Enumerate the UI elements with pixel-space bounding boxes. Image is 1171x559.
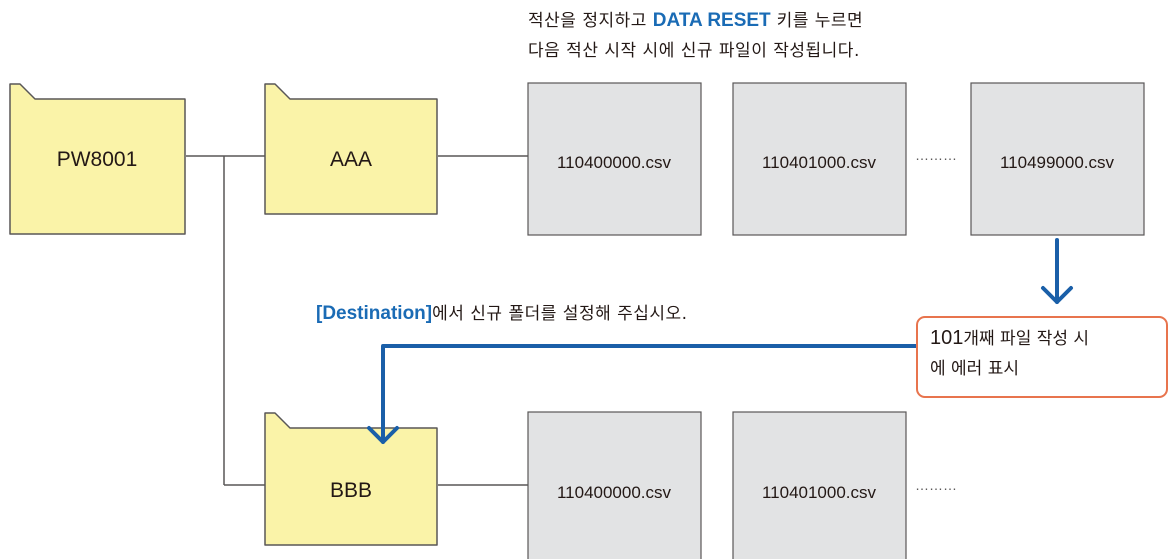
file-aaa-1-name: 110400000.csv	[557, 153, 672, 172]
reset-instruction-text-before: 적산을 정지하고	[528, 11, 653, 31]
data-reset-key-label: DATA RESET	[652, 10, 771, 31]
file-aaa-1: 110400000.csv	[527, 82, 702, 236]
error-callout-text: 개째 파일 작성 시	[963, 329, 1090, 349]
destination-keyword: [Destination]	[316, 303, 433, 324]
ellipsis-aaa: ………	[915, 147, 957, 163]
folder-aaa-label: AAA	[330, 148, 372, 171]
reset-instruction-line-1: 적산을 정지하고 DATA RESET 키를 누르면	[528, 6, 863, 36]
folder-aaa: AAA	[264, 83, 438, 215]
arrow-down-to-error	[1041, 238, 1073, 304]
error-callout-line-2: 에 에러 표시	[930, 359, 1020, 379]
reset-instruction-text-after: 키를 누르면	[770, 11, 864, 31]
file-aaa-2: 110401000.csv	[732, 82, 907, 236]
file-bbb-1-name: 110400000.csv	[557, 483, 672, 502]
folder-root-label: PW8001	[57, 148, 138, 171]
file-aaa-2-name: 110401000.csv	[762, 153, 877, 172]
reset-instruction-line-2: 다음 적산 시작 시에 신규 파일이 작성됩니다.	[528, 41, 860, 61]
folder-bbb: BBB	[264, 412, 438, 546]
file-bbb-2-name: 110401000.csv	[762, 483, 877, 502]
error-callout: 101개째 파일 작성 시 에 에러 표시	[916, 316, 1168, 398]
file-bbb-1: 110400000.csv	[527, 411, 702, 559]
error-callout-line-1: 101개째 파일 작성 시	[930, 323, 1154, 354]
file-aaa-3-name: 110499000.csv	[1000, 153, 1115, 172]
folder-root: PW8001	[9, 83, 186, 235]
ellipsis-bbb: ………	[915, 477, 957, 493]
error-file-count: 101	[930, 327, 964, 349]
folder-bbb-label: BBB	[330, 479, 372, 502]
destination-note: [Destination]에서 신규 폴더를 설정해 주십시오.	[316, 299, 688, 329]
file-aaa-3: 110499000.csv	[970, 82, 1145, 236]
destination-note-text: 에서 신규 폴더를 설정해 주십시오.	[432, 304, 688, 324]
arrow-error-to-bbb	[367, 344, 918, 444]
tree-connectors	[186, 155, 528, 486]
reset-instruction-note: 적산을 정지하고 DATA RESET 키를 누르면 다음 적산 시작 시에 신…	[528, 6, 863, 66]
file-bbb-2: 110401000.csv	[732, 411, 907, 559]
